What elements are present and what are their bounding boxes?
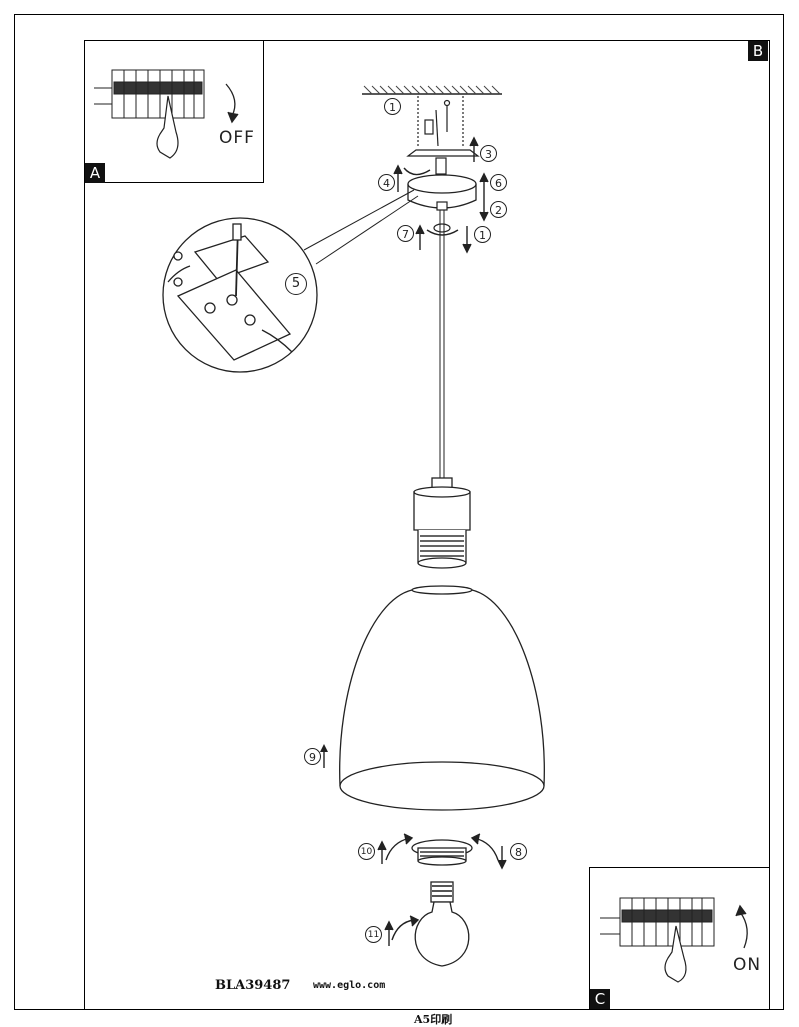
inset-a-box xyxy=(84,40,264,183)
circuit-breaker-icon xyxy=(600,897,715,947)
step-9-marker: 9 xyxy=(304,748,321,765)
cable-icon xyxy=(439,210,445,478)
circuit-breaker-icon xyxy=(94,69,205,119)
light-bulb-icon xyxy=(414,881,470,967)
on-label: ON xyxy=(733,955,762,975)
inset-b-letter: B xyxy=(748,41,768,61)
step-1-marker: 1 xyxy=(384,98,401,115)
canopy-icon xyxy=(407,174,477,209)
inset-c-box xyxy=(589,867,770,1010)
step-11-marker: 11 xyxy=(365,926,382,943)
lamp-shade-icon xyxy=(339,585,545,811)
step-6-marker: 6 xyxy=(490,174,507,191)
print-note: A5印刷 xyxy=(414,1013,453,1026)
cord-grip-icon xyxy=(433,201,451,233)
step-3-marker: 3 xyxy=(480,145,497,162)
hand-icon xyxy=(156,95,179,159)
ceiling-icon xyxy=(362,85,502,95)
website-url: www.eglo.com xyxy=(313,980,386,991)
step-5-marker: 5 xyxy=(285,273,307,295)
step-4-marker: 4 xyxy=(378,174,395,191)
rotate-arrow-icon xyxy=(225,83,239,124)
diagram-frame xyxy=(84,40,770,1010)
mounting-bracket-icon xyxy=(406,149,480,180)
step-10-marker: 10 xyxy=(358,843,375,860)
screw-icon xyxy=(417,96,464,148)
lamp-holder-icon xyxy=(413,477,471,569)
model-number: BLA39487 xyxy=(215,978,291,993)
shade-ring-icon xyxy=(411,839,473,866)
step-1-marker: 1 xyxy=(474,226,491,243)
inset-c-letter: C xyxy=(590,989,610,1009)
terminal-detail-icon xyxy=(162,189,419,373)
step-8-marker: 8 xyxy=(510,843,527,860)
step-7-marker: 7 xyxy=(397,225,414,242)
hand-icon xyxy=(664,925,687,983)
inset-a-letter: A xyxy=(85,163,105,183)
off-label: OFF xyxy=(219,128,255,148)
step-2-marker: 2 xyxy=(490,201,507,218)
rotate-arrow-icon xyxy=(735,904,748,949)
